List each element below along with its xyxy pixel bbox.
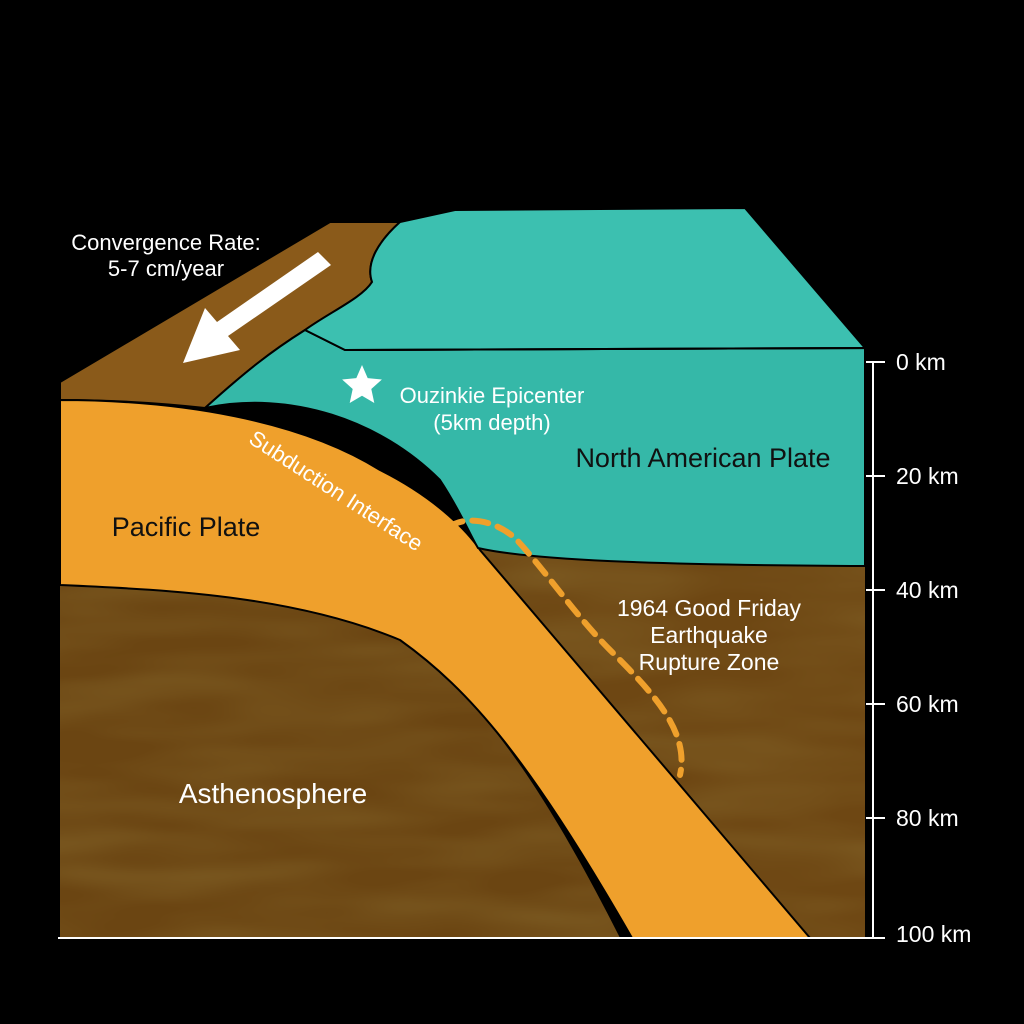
epicenter-depth-label: (5km depth) [433, 410, 550, 435]
pacific-plate-region [59, 398, 813, 939]
convergence-rate-value: 5-7 cm/year [108, 256, 224, 281]
rupture-zone-label: 1964 Good Friday [617, 595, 802, 621]
rupture-zone-outline [445, 517, 685, 778]
rupture-zone-label: Rupture Zone [639, 649, 780, 675]
convergence-rate-label: Convergence Rate: [71, 230, 261, 255]
depth-scale: 0 km 20 km 40 km 60 km 80 km 100 km [866, 349, 971, 947]
convergence-arrow [183, 252, 331, 363]
asthenosphere-label: Asthenosphere [179, 778, 367, 809]
epicenter-label: Ouzinkie Epicenter [400, 383, 585, 408]
depth-label: 40 km [896, 577, 959, 603]
epicenter-star-icon [342, 365, 382, 403]
rupture-zone-label: Earthquake [650, 622, 768, 648]
depth-label: 60 km [896, 691, 959, 717]
depth-label: 20 km [896, 463, 959, 489]
depth-label: 100 km [896, 921, 971, 947]
depth-label: 80 km [896, 805, 959, 831]
north-american-plate-label: North American Plate [575, 443, 830, 473]
depth-label: 0 km [896, 349, 946, 375]
pacific-plate-label: Pacific Plate [112, 512, 261, 542]
